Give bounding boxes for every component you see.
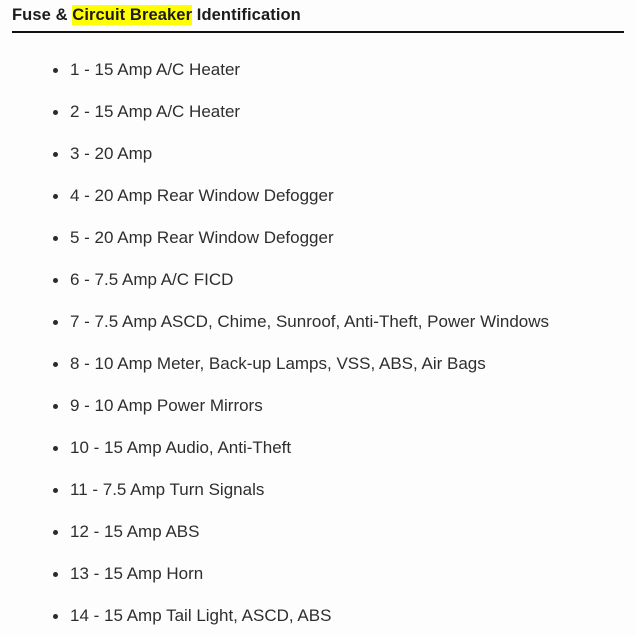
list-item-label: 2 - 15 Amp A/C Heater xyxy=(70,102,241,121)
list-item-label: 14 - 15 Amp Tail Light, ASCD, ABS xyxy=(70,606,332,625)
list-item: 5 - 20 Amp Rear Window Defogger xyxy=(0,217,636,259)
list-item: 12 - 15 Amp ABS xyxy=(0,511,636,553)
page-title-highlighted-term: Circuit Breaker xyxy=(72,5,193,25)
bullet-icon xyxy=(53,151,58,157)
list-item-label: 9 - 10 Amp Power Mirrors xyxy=(70,396,263,415)
heading-block: Fuse & Circuit Breaker Identification xyxy=(0,0,636,33)
list-item-label: 5 - 20 Amp Rear Window Defogger xyxy=(70,228,334,247)
list-item: 3 - 20 Amp xyxy=(0,133,636,175)
list-item-label: 8 - 10 Amp Meter, Back-up Lamps, VSS, AB… xyxy=(70,354,486,373)
fuse-list: 1 - 15 Amp A/C Heater 2 - 15 Amp A/C Heat… xyxy=(0,49,636,637)
list-item: 8 - 10 Amp Meter, Back-up Lamps, VSS, AB… xyxy=(0,343,636,385)
list-item: 2 - 15 Amp A/C Heater xyxy=(0,91,636,133)
list-item: 11 - 7.5 Amp Turn Signals xyxy=(0,469,636,511)
list-item: 10 - 15 Amp Audio, Anti-Theft xyxy=(0,427,636,469)
list-item: 7 - 7.5 Amp ASCD, Chime, Sunroof, Anti-T… xyxy=(0,301,636,343)
bullet-icon xyxy=(53,445,58,451)
bullet-icon xyxy=(53,403,58,409)
list-item-label: 4 - 20 Amp Rear Window Defogger xyxy=(70,186,334,205)
list-item-label: 3 - 20 Amp xyxy=(70,144,153,163)
page-title: Fuse & Circuit Breaker Identification xyxy=(12,4,624,26)
list-item: 1 - 15 Amp A/C Heater xyxy=(0,49,636,91)
bullet-icon xyxy=(53,67,58,73)
list-item-label: 12 - 15 Amp ABS xyxy=(70,522,200,541)
list-item: 4 - 20 Amp Rear Window Defogger xyxy=(0,175,636,217)
bullet-icon xyxy=(53,361,58,367)
list-item: 13 - 15 Amp Horn xyxy=(0,553,636,595)
bullet-icon xyxy=(53,319,58,325)
list-item-label: 10 - 15 Amp Audio, Anti-Theft xyxy=(70,438,292,457)
bullet-icon xyxy=(53,109,58,115)
bullet-icon xyxy=(53,235,58,241)
page-title-suffix: Identification xyxy=(192,6,301,24)
title-divider xyxy=(12,31,624,33)
page-title-prefix: Fuse & xyxy=(12,6,73,24)
bullet-icon xyxy=(53,613,58,619)
list-item-label: 1 - 15 Amp A/C Heater xyxy=(70,60,241,79)
bullet-icon xyxy=(53,571,58,577)
list-item-label: 11 - 7.5 Amp Turn Signals xyxy=(70,480,265,499)
list-item-label: 6 - 7.5 Amp A/C FICD xyxy=(70,270,234,289)
list-item: 6 - 7.5 Amp A/C FICD xyxy=(0,259,636,301)
bullet-icon xyxy=(53,487,58,493)
list-item-label: 13 - 15 Amp Horn xyxy=(70,564,204,583)
bullet-icon xyxy=(53,277,58,283)
list-item: 9 - 10 Amp Power Mirrors xyxy=(0,385,636,427)
list-item: 14 - 15 Amp Tail Light, ASCD, ABS xyxy=(0,595,636,637)
bullet-icon xyxy=(53,529,58,535)
list-item-label: 7 - 7.5 Amp ASCD, Chime, Sunroof, Anti-T… xyxy=(70,312,550,331)
bullet-icon xyxy=(53,193,58,199)
